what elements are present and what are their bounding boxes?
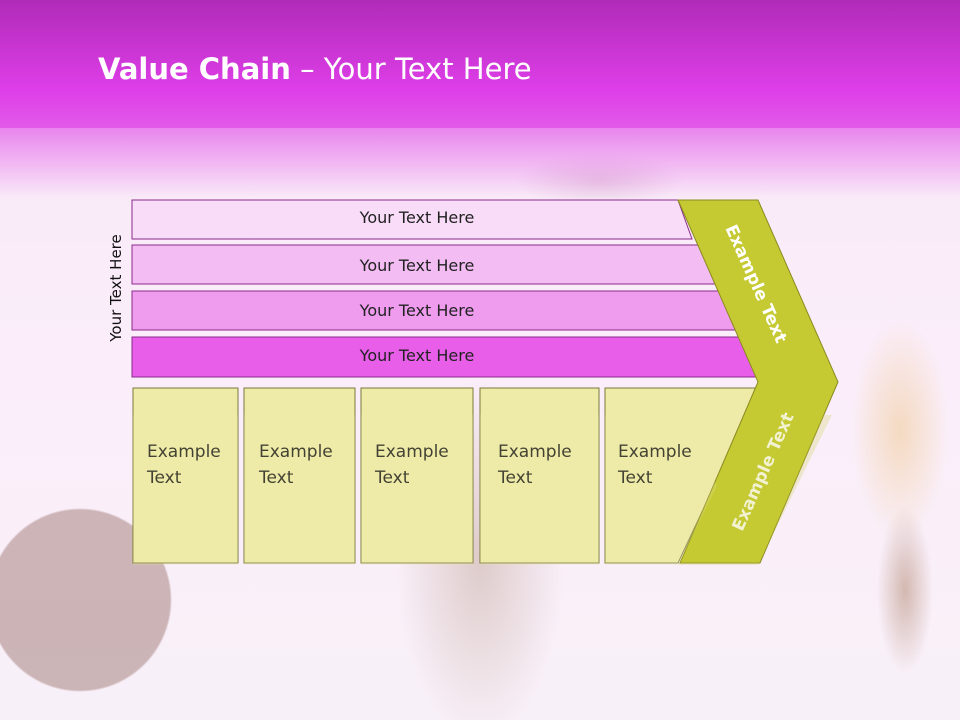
bar-3-label: Your Text Here xyxy=(359,301,475,320)
box-4-line1: Example xyxy=(498,442,572,462)
box-3 xyxy=(360,387,474,564)
header-fade xyxy=(0,128,960,198)
box-1-text: Example Text xyxy=(147,439,242,491)
box-5-line2: Text xyxy=(618,468,653,488)
box-2 xyxy=(243,387,356,564)
bar-1 xyxy=(131,199,693,240)
box-4 xyxy=(479,387,600,564)
bar-1-label: Your Text Here xyxy=(359,208,475,227)
box-3-line1: Example xyxy=(375,442,449,462)
page-title: Value Chain – Your Text Here xyxy=(98,52,532,86)
box-5-line1: Example xyxy=(618,442,692,462)
box-2-line1: Example xyxy=(259,442,333,462)
box-2-text: Example Text xyxy=(259,439,354,491)
box-1-line1: Example xyxy=(147,442,221,462)
box-1 xyxy=(132,387,239,564)
box-2-line2: Text xyxy=(259,468,294,488)
title-bold: Value Chain xyxy=(98,52,291,86)
chevron-shape xyxy=(677,199,839,564)
title-rest: – Your Text Here xyxy=(290,52,532,86)
bar-4-label: Your Text Here xyxy=(359,346,475,365)
box-3-line2: Text xyxy=(375,468,410,488)
bar-2-label: Your Text Here xyxy=(359,256,475,275)
box-3-text: Example Text xyxy=(375,439,470,491)
header-band xyxy=(0,0,960,128)
box-4-text: Example Text xyxy=(498,439,593,491)
box-5 xyxy=(604,387,761,564)
box-4-line2: Text xyxy=(498,468,533,488)
box-5-text: Example Text xyxy=(618,439,713,491)
box-1-line2: Text xyxy=(147,468,182,488)
